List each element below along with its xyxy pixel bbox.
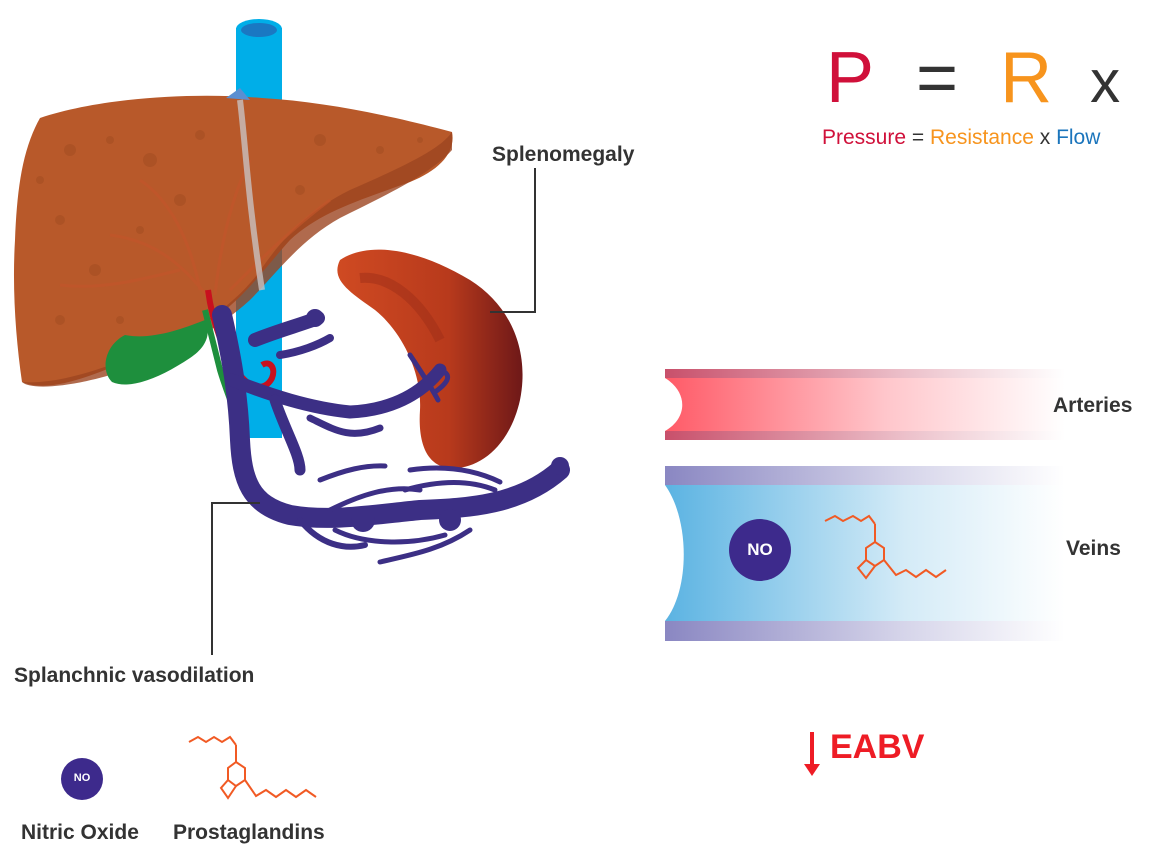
prostaglandin-legend-icon <box>188 735 317 800</box>
label-eabv: EABV <box>830 728 925 766</box>
prostaglandin-vein <box>824 514 947 580</box>
legend-prostaglandins: Prostaglandins <box>173 821 325 844</box>
eq-sub-x: x <box>1039 126 1051 149</box>
gallbladder <box>105 320 208 385</box>
artery-vessel <box>665 369 1065 440</box>
no-legend-text: NO <box>73 772 91 784</box>
no-molecule-text: NO <box>747 540 773 559</box>
label-splanchnic-vasodilation: Splanchnic vasodilation <box>14 664 255 687</box>
portal-venous-system <box>212 305 570 565</box>
no-legend-circle <box>61 758 103 800</box>
eq-flow: Flow <box>1056 126 1101 149</box>
eq-x: x <box>1090 48 1123 115</box>
label-veins: Veins <box>1066 537 1121 560</box>
legend-nitric-oxide: Nitric Oxide <box>21 821 139 844</box>
liver <box>13 88 453 387</box>
eq-sub-equals: = <box>911 126 925 149</box>
splenomegaly-leader <box>490 168 536 313</box>
equation-subtitle: Pressure = Resistance x Flow <box>822 126 1100 150</box>
down-arrow-icon <box>804 732 820 776</box>
eq-p: P <box>826 38 877 118</box>
eq-resistance: Resistance <box>929 126 1034 149</box>
label-splenomegaly: Splenomegaly <box>492 143 635 166</box>
eq-pressure: Pressure <box>822 126 907 149</box>
eq-f: F <box>1158 38 1164 118</box>
equation: P = R x F <box>826 38 1164 122</box>
eq-equals: = <box>916 38 961 118</box>
no-molecule-vein <box>729 519 791 581</box>
splanchnic-leader <box>211 502 260 655</box>
spleen <box>337 249 523 469</box>
eq-r: R <box>1000 38 1055 118</box>
label-arteries: Arteries <box>1053 394 1133 417</box>
